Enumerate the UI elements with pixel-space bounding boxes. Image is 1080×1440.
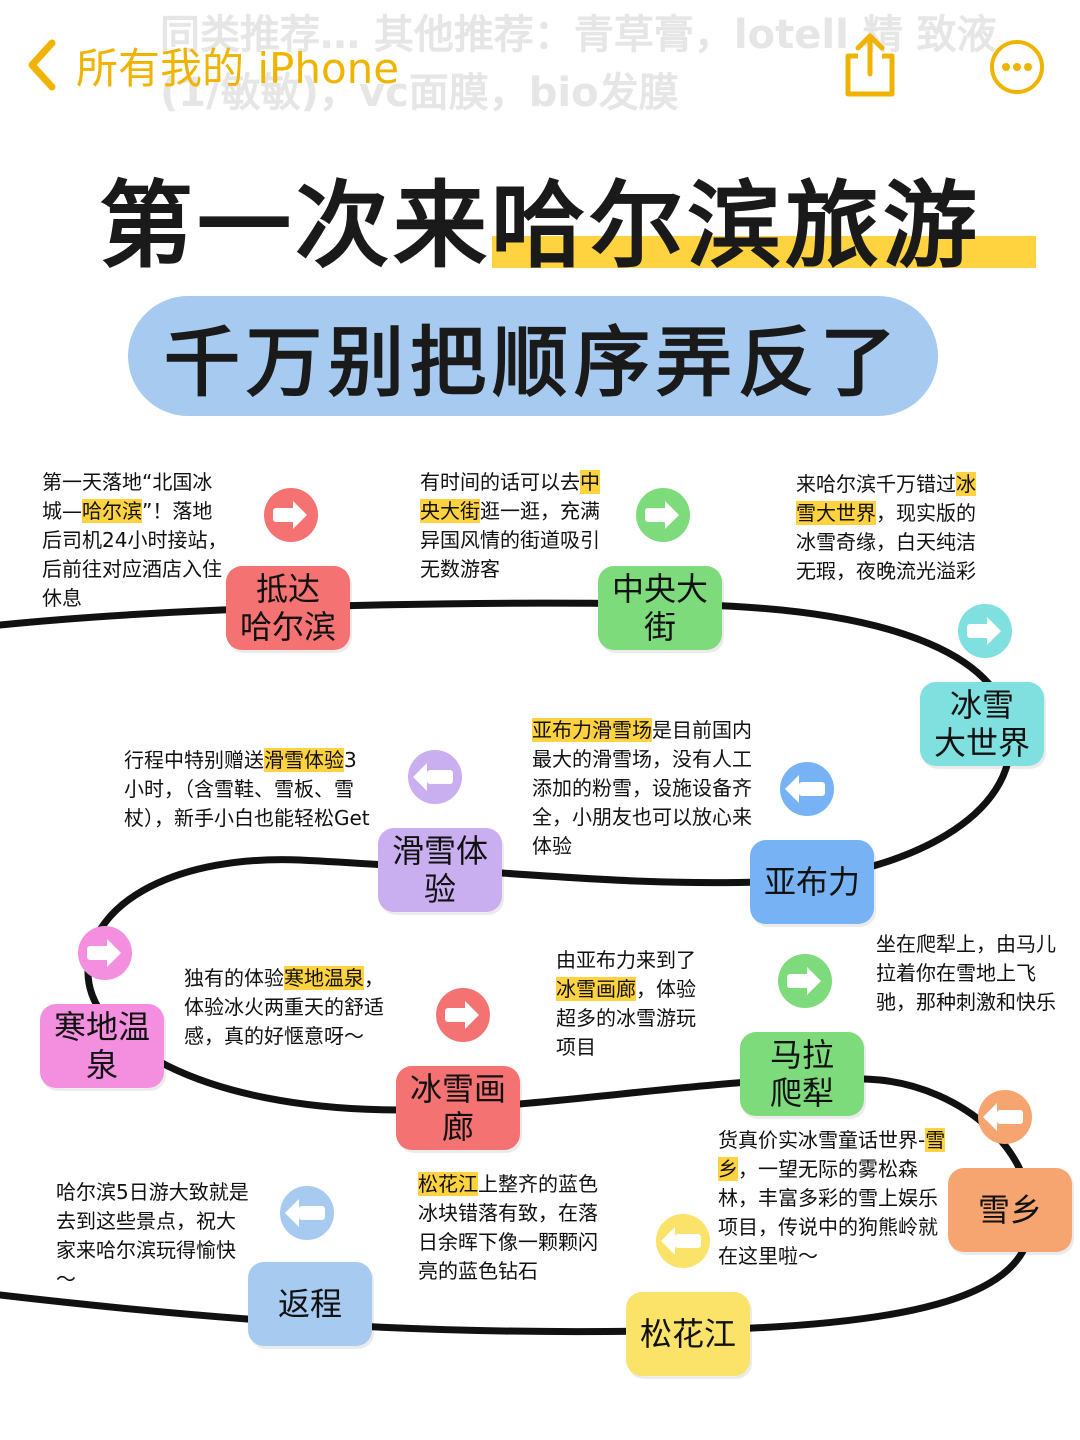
desc-text: 逛一逛，充满异国风情的街道吸引无数游客 bbox=[420, 499, 600, 581]
desc-text: ，现实版的冰雪奇缘，白天纯洁无瑕，夜晚流光溢彩 bbox=[796, 501, 976, 583]
desc-text: 哈尔滨5日游大致就是去到这些景点，祝大家来哈尔滨玩得愉快～ bbox=[56, 1180, 249, 1291]
desc-text: ”！落地后司机24小时接站，后前往对应酒店入住休息 bbox=[42, 499, 228, 610]
stop-label: 松花江 bbox=[639, 1315, 736, 1353]
desc-highlight: 寒地温泉 bbox=[284, 966, 364, 990]
desc-text: 坐在爬犁上，由马儿拉着你在雪地上飞驰，那种刺激和快乐 bbox=[876, 932, 1056, 1014]
desc-text: ，体验冰火两重天的舒适感，真的好惬意呀～ bbox=[184, 966, 384, 1048]
stop-description: 有时间的话可以去中央大街逛一逛，充满异国风情的街道吸引无数游客 bbox=[420, 468, 600, 584]
arrow-left-icon[interactable] bbox=[978, 1090, 1032, 1144]
stop-description: 货真价实冰雪童话世界-雪乡，一望无际的雾松森林，丰富多彩的雪上娱乐项目，传说中的… bbox=[718, 1126, 950, 1271]
desc-text: ，一望无际的雾松森林，丰富多彩的雪上娱乐项目，传说中的狗熊岭就在这里啦～ bbox=[718, 1157, 938, 1268]
subtitle: 千万别把顺序弄反了 bbox=[164, 318, 902, 407]
stop-return-trip[interactable]: 返程 bbox=[248, 1262, 372, 1346]
stop-description: 独有的体验寒地温泉，体验冰火两重天的舒适感，真的好惬意呀～ bbox=[184, 964, 392, 1051]
desc-highlight: 哈尔滨 bbox=[82, 499, 142, 523]
stop-label: 亚布力 bbox=[763, 863, 860, 901]
arrow-right-icon[interactable] bbox=[778, 954, 832, 1008]
desc-text: 是目前国内最大的滑雪场，没有人工添加的粉雪，设施设备齐全，小朋友也可以放心来体验 bbox=[532, 718, 752, 858]
stop-label: 冰雪画廊 bbox=[409, 1070, 506, 1146]
stop-cold-hot-spring[interactable]: 寒地温泉 bbox=[40, 1004, 164, 1088]
title-highlight-bar bbox=[492, 236, 1036, 268]
stop-yabuli[interactable]: 亚布力 bbox=[750, 840, 874, 924]
subtitle-pill: 千万别把顺序弄反了 bbox=[128, 296, 938, 416]
arrow-right-icon[interactable] bbox=[636, 488, 690, 542]
desc-text: 3小时，（含雪鞋、雪板、雪杖），新手小白也能轻松Get bbox=[124, 748, 370, 830]
stop-label: 寒地温泉 bbox=[53, 1008, 150, 1084]
arrow-right-icon[interactable] bbox=[436, 988, 490, 1042]
stop-ice-gallery[interactable]: 冰雪画廊 bbox=[396, 1066, 520, 1150]
stop-label: 中央大街 bbox=[611, 570, 708, 646]
arrow-left-icon[interactable] bbox=[280, 1186, 334, 1240]
more-options-icon[interactable] bbox=[988, 38, 1046, 96]
page-title: 第一次来哈尔滨旅游 bbox=[98, 172, 981, 281]
desc-text: 独有的体验 bbox=[184, 966, 284, 990]
stop-label: 返程 bbox=[277, 1285, 342, 1323]
back-button[interactable]: 所有我的 iPhone bbox=[22, 30, 399, 100]
desc-text: 来哈尔滨千万错过 bbox=[796, 472, 956, 496]
stop-snow-town[interactable]: 雪乡 bbox=[948, 1168, 1072, 1252]
desc-highlight: 冰雪画廊 bbox=[556, 977, 636, 1001]
desc-text: 有时间的话可以去 bbox=[420, 470, 580, 494]
stop-description: 行程中特别赠送滑雪体验3小时，（含雪鞋、雪板、雪杖），新手小白也能轻松Get bbox=[124, 746, 372, 833]
share-icon[interactable] bbox=[840, 30, 900, 100]
desc-text: 由亚布力来到了 bbox=[556, 948, 696, 972]
faded-background-text: 同类推荐… 其他推荐：青草膏，lotell 精 致液(1/敏敏)，vc面膜，bi… bbox=[160, 12, 997, 116]
stop-label: 滑雪体验 bbox=[391, 832, 488, 908]
stop-description: 来哈尔滨千万错过冰雪大世界，现实版的冰雪奇缘，白天纯洁无瑕，夜晚流光溢彩 bbox=[796, 470, 986, 586]
arrow-right-icon[interactable] bbox=[264, 488, 318, 542]
back-label: 所有我的 iPhone bbox=[76, 43, 400, 93]
stop-label: 抵达 哈尔滨 bbox=[239, 570, 336, 646]
desc-highlight: 滑雪体验 bbox=[264, 748, 344, 772]
stop-description: 亚布力滑雪场是目前国内最大的滑雪场，没有人工添加的粉雪，设施设备齐全，小朋友也可… bbox=[532, 716, 760, 861]
stop-description: 哈尔滨5日游大致就是去到这些景点，祝大家来哈尔滨玩得愉快～ bbox=[56, 1178, 250, 1294]
desc-text: 行程中特别赠送 bbox=[124, 748, 264, 772]
arrow-left-icon[interactable] bbox=[408, 750, 462, 804]
stop-label: 冰雪 大世界 bbox=[933, 686, 1030, 762]
desc-text: ，体验超多的冰雪游玩项目 bbox=[556, 977, 696, 1059]
desc-text: 货真价实冰雪童话世界- bbox=[718, 1128, 926, 1152]
desc-text: 第一天落地“北国冰城— bbox=[42, 470, 213, 523]
arrow-right-icon[interactable] bbox=[78, 926, 132, 980]
arrow-left-icon[interactable] bbox=[780, 762, 834, 816]
top-nav-bar: 同类推荐… 其他推荐：青草膏，lotell 精 致液(1/敏敏)，vc面膜，bi… bbox=[0, 0, 1080, 130]
stop-label: 马拉 爬犁 bbox=[769, 1036, 834, 1112]
chevron-left-icon bbox=[28, 39, 56, 91]
desc-highlight: 松花江 bbox=[418, 1172, 478, 1196]
stop-description: 松花江上整齐的蓝色冰块错落有致，在落日余晖下像一颗颗闪亮的蓝色钻石 bbox=[418, 1170, 608, 1286]
desc-highlight: 亚布力滑雪场 bbox=[532, 718, 652, 742]
stop-description: 第一天落地“北国冰城—哈尔滨”！落地后司机24小时接站，后前往对应酒店入住休息 bbox=[42, 468, 232, 613]
stop-label: 雪乡 bbox=[977, 1191, 1042, 1229]
stop-horse-sleigh[interactable]: 马拉 爬犁 bbox=[740, 1032, 864, 1116]
stop-songhua-river[interactable]: 松花江 bbox=[626, 1292, 750, 1376]
stop-description: 坐在爬犁上，由马儿拉着你在雪地上飞驰，那种刺激和快乐 bbox=[876, 930, 1062, 1017]
desc-text: 上整齐的蓝色冰块错落有致，在落日余晖下像一颗颗闪亮的蓝色钻石 bbox=[418, 1172, 598, 1283]
arrow-right-icon[interactable] bbox=[958, 604, 1012, 658]
stop-ski-experience[interactable]: 滑雪体验 bbox=[378, 828, 502, 912]
stop-central-street[interactable]: 中央大街 bbox=[598, 566, 722, 650]
stop-ice-snow-world[interactable]: 冰雪 大世界 bbox=[920, 682, 1044, 766]
stop-arrive-harbin[interactable]: 抵达 哈尔滨 bbox=[226, 566, 350, 650]
stop-description: 由亚布力来到了冰雪画廊，体验超多的冰雪游玩项目 bbox=[556, 946, 702, 1062]
arrow-left-icon[interactable] bbox=[656, 1214, 710, 1268]
